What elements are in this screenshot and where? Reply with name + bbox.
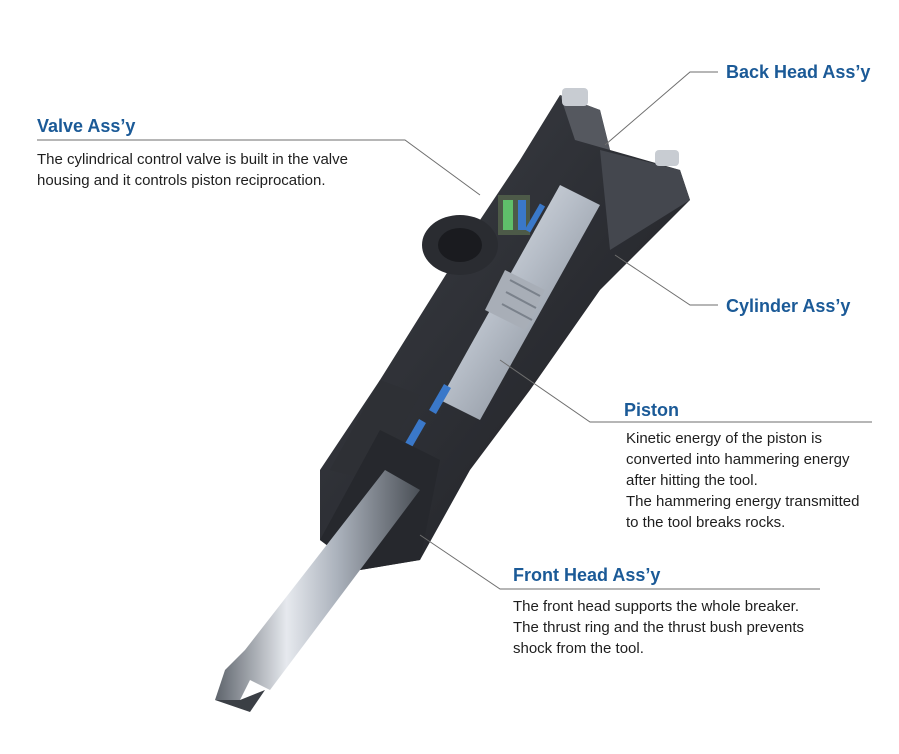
valve-title: Valve Ass’y	[37, 116, 136, 136]
cylinder-leader	[614, 254, 718, 306]
front-head-leader	[419, 534, 820, 590]
valve-block	[422, 195, 530, 275]
piston	[440, 185, 600, 420]
front-head-description: The front head supports the whole breake…	[513, 598, 804, 657]
front-head-title: Front Head Ass’y	[513, 565, 661, 585]
tool-chisel	[215, 470, 420, 712]
seals	[404, 203, 546, 449]
piston-description: Kinetic energy of the piston is converte…	[626, 430, 860, 531]
back-head-title: Back Head Ass’y	[726, 62, 871, 82]
valve-leader	[37, 139, 481, 196]
cylinder-title: Cylinder Ass’y	[726, 296, 851, 316]
piston-title: Piston	[624, 400, 680, 420]
valve-description: The cylindrical control valve is built i…	[37, 151, 348, 189]
back-head-bolts	[562, 88, 679, 166]
back-head-leader	[604, 71, 718, 146]
piston-leader	[499, 359, 872, 423]
